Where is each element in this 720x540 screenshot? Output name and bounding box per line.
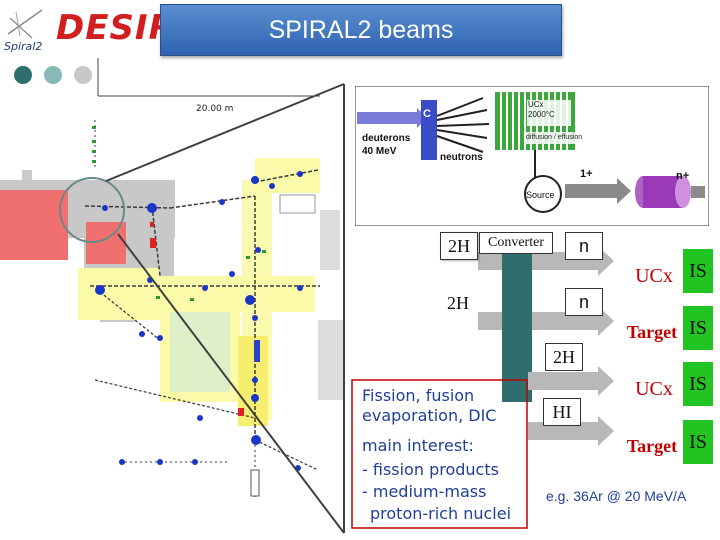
logo: DESIR Spiral2: [2, 2, 175, 60]
deuteron-label-1: 2H: [440, 232, 478, 260]
deuteron-label-3: 2H: [545, 343, 583, 371]
neutron-label-1: n: [565, 232, 603, 260]
nav-dot-2: [44, 66, 62, 84]
logo-graphic: [7, 9, 148, 52]
inset-charge-1-label: 1+: [580, 168, 593, 180]
deuteron-label-2: 2H: [447, 293, 469, 313]
logo-desir-text: DESIR: [56, 8, 176, 48]
inset-source-label: Source: [526, 190, 555, 200]
inset-energy-label: 40 MeV: [362, 146, 397, 157]
converter-label: Converter: [479, 232, 553, 254]
inset-diffusion-label: diffusion / effusion: [526, 134, 583, 141]
interest-item-1: - fission products: [362, 460, 499, 479]
interest-item-2: - medium-mass: [362, 482, 487, 501]
ion-source-label-3: IS: [683, 362, 713, 406]
scale-label: 20.00 m: [196, 104, 233, 114]
logo-spiral2-text: Spiral2: [4, 40, 43, 53]
inset-neutrons-label: neutrons: [440, 152, 483, 163]
title-banner: SPIRAL2 beams: [160, 4, 562, 56]
heavy-ion-label: HI: [543, 398, 581, 426]
ion-source-label-4: IS: [683, 420, 713, 464]
converter-inset: [355, 86, 709, 226]
target-label-1: Target: [622, 316, 682, 348]
beam-example: e.g. 36Ar @ 20 MeV/A: [546, 488, 687, 504]
nav-dot-1: [14, 66, 32, 84]
page-title: SPIRAL2 beams: [268, 15, 454, 44]
ucx-label-1: UCx: [626, 259, 682, 293]
inset-converter-letter: C: [423, 108, 431, 120]
nav-dot-3: [74, 66, 92, 84]
ion-source-label-1: IS: [683, 249, 713, 293]
inset-charge-n-label: n+: [676, 170, 690, 182]
ucx-label-2: UCx: [626, 372, 682, 406]
interest-title: main interest:: [362, 436, 474, 455]
reaction-types-text: Fission, fusion evaporation, DIC: [362, 386, 497, 425]
inset-deuterons-label: deuterons: [362, 133, 411, 144]
neutron-label-2: n: [565, 288, 603, 316]
target-label-2: Target: [622, 430, 682, 462]
inset-target-label: UCx 2000°C: [528, 100, 555, 119]
ion-source-label-2: IS: [683, 306, 713, 350]
interest-item-3: proton-rich nuclei: [370, 504, 512, 523]
